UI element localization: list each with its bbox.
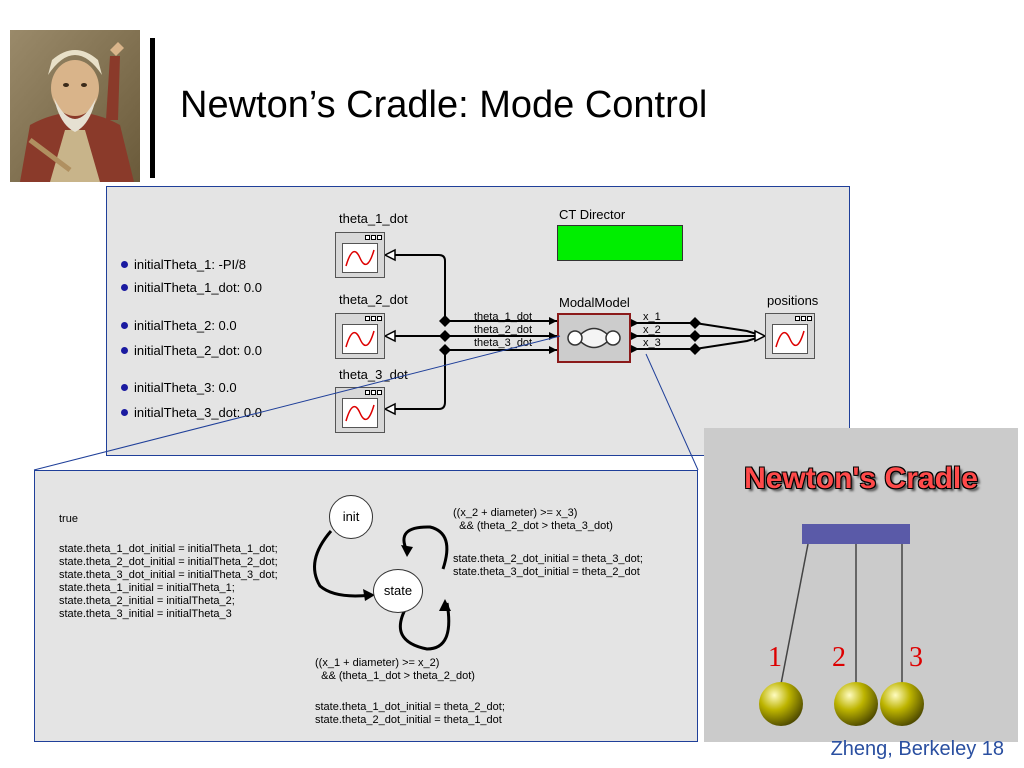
- modal-model-icon[interactable]: [557, 313, 631, 363]
- input-port-label: theta_2_dot: [474, 324, 533, 336]
- output-port-label: x_1: [643, 311, 661, 323]
- parameter-initial-theta-2-dot[interactable]: initialTheta_2_dot: 0.0: [121, 343, 262, 358]
- parameter-bullet-icon: [121, 347, 128, 354]
- portrait-image: [10, 30, 140, 182]
- parameter-bullet-icon: [121, 284, 128, 291]
- init-guard-text: true: [59, 513, 78, 525]
- state-state[interactable]: state: [373, 569, 423, 613]
- top-actions-text: state.theta_2_dot_initial = theta_3_dot;…: [453, 553, 643, 578]
- parameter-bullet-icon: [121, 261, 128, 268]
- ball-label-1: 1: [768, 642, 782, 673]
- model-diagram-panel: initialTheta_1: -PI/8 initialTheta_1_dot…: [106, 186, 850, 456]
- fsm-refinement-panel: init state true state.theta_1_dot_initia…: [34, 470, 698, 742]
- parameter-initial-theta-3-dot[interactable]: initialTheta_3_dot: 0.0: [121, 405, 262, 420]
- newtons-cradle-animation: Newton's Cradle 1 2 3: [704, 428, 1018, 742]
- title-divider: [150, 38, 155, 178]
- ball-label-2: 2: [832, 642, 846, 673]
- parameter-bullet-icon: [121, 384, 128, 391]
- bottom-actions-text: state.theta_1_dot_initial = theta_2_dot;…: [315, 701, 505, 726]
- ct-director-block[interactable]: [557, 225, 683, 261]
- output-port-label: x_3: [643, 337, 661, 349]
- cradle-title: Newton's Cradle: [744, 462, 978, 495]
- director-label: CT Director: [559, 207, 626, 222]
- plotter-label-theta-1-dot: theta_1_dot: [339, 211, 408, 226]
- parameter-initial-theta-3[interactable]: initialTheta_3: 0.0: [121, 380, 237, 395]
- plot-window-icon[interactable]: [335, 313, 385, 359]
- parameter-initial-theta-2[interactable]: initialTheta_2: 0.0: [121, 318, 237, 333]
- state-init[interactable]: init: [329, 495, 373, 539]
- plotter-label-theta-3-dot: theta_3_dot: [339, 367, 408, 382]
- cradle-illustration: [759, 524, 924, 726]
- positions-plotter-label: positions: [767, 293, 819, 308]
- plot-window-icon[interactable]: [335, 232, 385, 278]
- plotter-label-theta-2-dot: theta_2_dot: [339, 292, 408, 307]
- slide-title: Newton’s Cradle: Mode Control: [180, 84, 708, 126]
- input-port-label: theta_1_dot: [474, 311, 533, 323]
- modal-model-label: ModalModel: [559, 295, 630, 310]
- top-guard-text: ((x_2 + diameter) >= x_3) && (theta_2_do…: [453, 507, 613, 532]
- output-port-label: x_2: [643, 324, 661, 336]
- init-actions-text: state.theta_1_dot_initial = initialTheta…: [59, 543, 278, 620]
- parameter-initial-theta-1-dot[interactable]: initialTheta_1_dot: 0.0: [121, 280, 262, 295]
- plot-window-icon[interactable]: [765, 313, 815, 359]
- parameter-bullet-icon: [121, 409, 128, 416]
- parameter-bullet-icon: [121, 322, 128, 329]
- plot-window-icon[interactable]: [335, 387, 385, 433]
- slide-footer: Zheng, Berkeley 18: [830, 738, 1004, 760]
- bottom-guard-text: ((x_1 + diameter) >= x_2) && (theta_1_do…: [315, 657, 475, 682]
- parameter-initial-theta-1[interactable]: initialTheta_1: -PI/8: [121, 257, 246, 272]
- input-port-label: theta_3_dot: [474, 337, 533, 349]
- wire-connections: [383, 248, 767, 416]
- fsm-transitions: [313, 525, 451, 651]
- ball-label-3: 3: [909, 642, 923, 673]
